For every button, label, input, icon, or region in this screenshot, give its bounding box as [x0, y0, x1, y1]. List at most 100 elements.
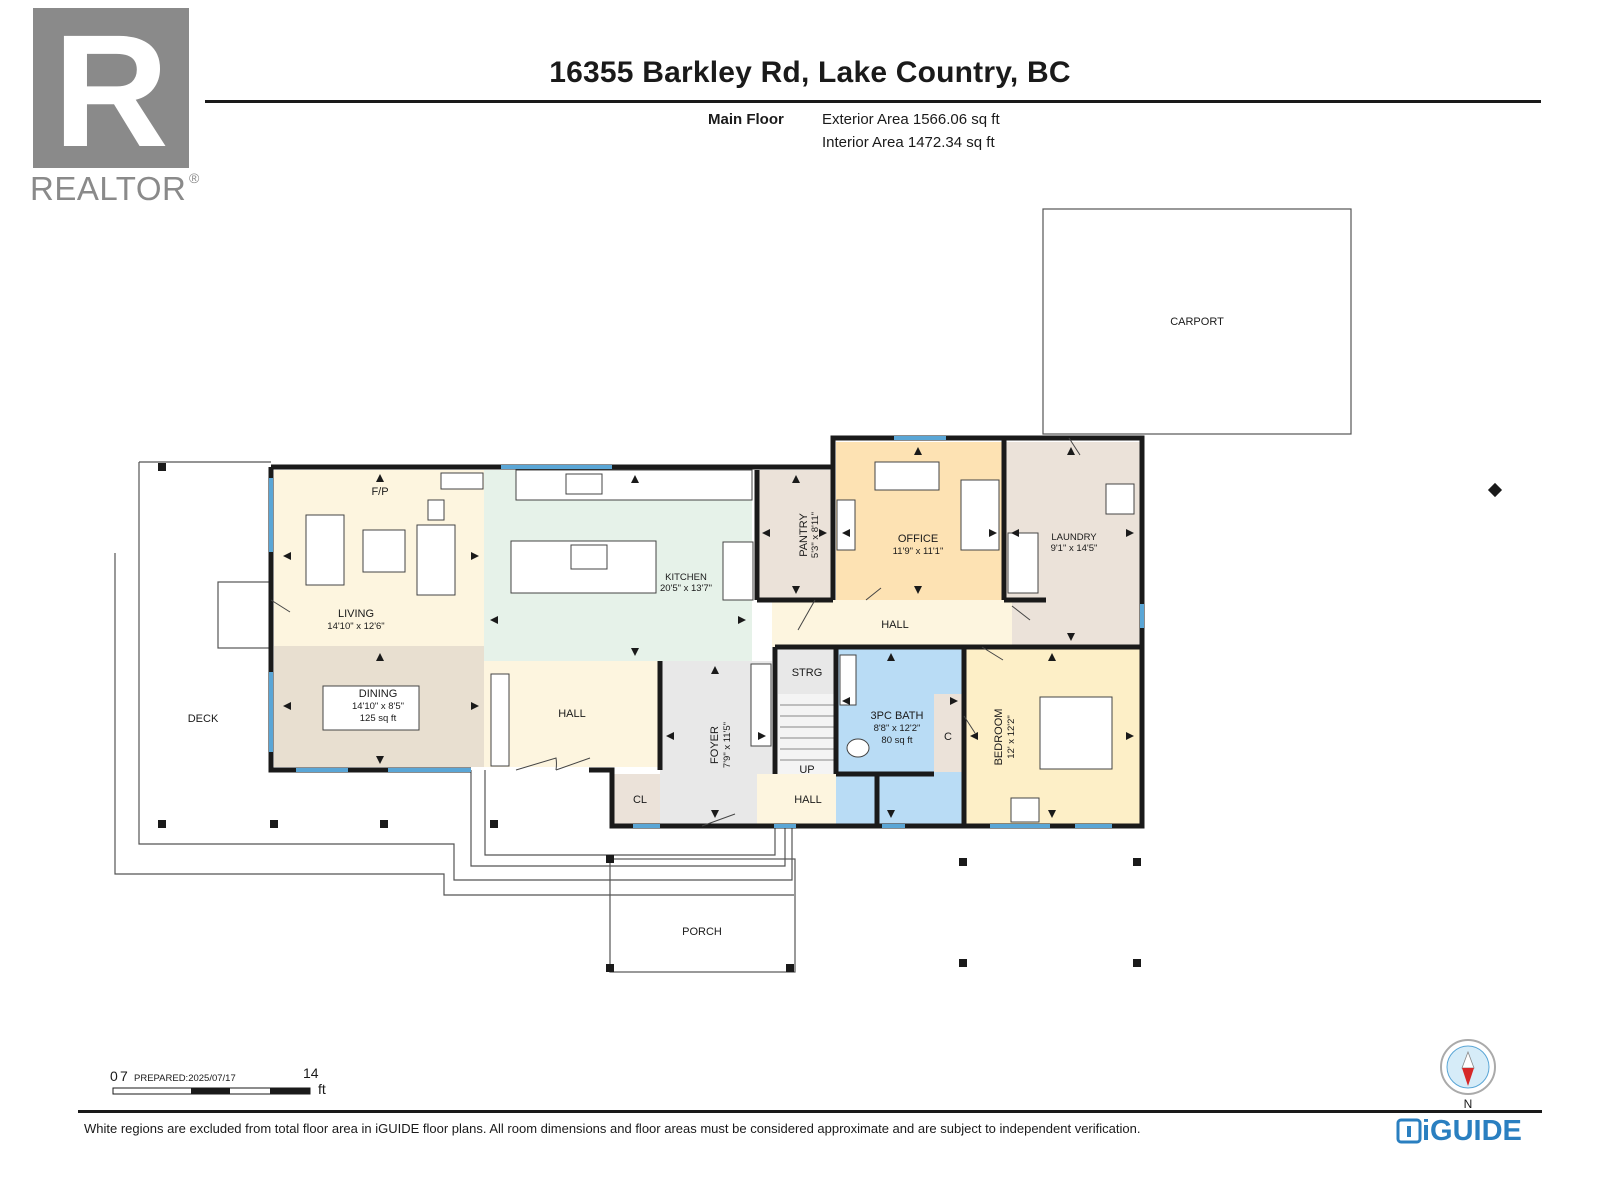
scale-zero: 0	[110, 1068, 118, 1084]
steps-outline	[470, 770, 786, 867]
fireplace-unit	[440, 472, 484, 490]
outdoor-outlines	[114, 208, 1352, 973]
kitchen-label: KITCHEN	[665, 572, 707, 583]
scale-unit: ft	[318, 1081, 326, 1097]
posts	[158, 463, 1141, 972]
footer-divider	[78, 1110, 1542, 1113]
title-divider	[205, 100, 1541, 103]
door-laundry	[1011, 605, 1031, 621]
doors	[270, 437, 1081, 827]
hall-stair-label: HALL	[794, 794, 822, 806]
deck-bench	[217, 581, 271, 649]
laundry-label: LAUNDRY	[1051, 532, 1097, 543]
armchair	[427, 499, 445, 521]
sofa-left	[305, 514, 345, 586]
strg-fill	[778, 647, 836, 694]
registered-mark: ®	[189, 170, 200, 186]
door-front	[701, 813, 736, 827]
scale-prepared: PREPARED:2025/07/17	[134, 1073, 236, 1084]
scale-bar: 0 7 PREPARED:2025/07/17 14 ft	[110, 1065, 326, 1097]
bath-area: 80 sq ft	[881, 735, 913, 746]
pantry-shelf	[836, 499, 856, 551]
deck-outline-inner	[138, 462, 793, 881]
scale-fourteen: 14	[303, 1065, 319, 1081]
stairs-fill	[778, 694, 836, 774]
kitchen-counter	[515, 469, 753, 501]
office-sofa	[960, 479, 1000, 551]
exterior-area: Exterior Area 1566.06 sq ft	[822, 111, 1000, 128]
kitchen-dims: 20'5" x 13'7"	[660, 583, 712, 594]
living-label: LIVING	[338, 608, 374, 620]
door-office	[865, 587, 882, 601]
closet-label: C	[944, 731, 952, 743]
wall-top-right	[271, 435, 1145, 829]
deck-outline-outer	[114, 553, 794, 896]
laundry-dims: 9'1" x 14'5"	[1051, 543, 1098, 554]
realtor-logo: R	[33, 1, 189, 180]
nightstand	[1010, 797, 1040, 823]
pantry-label: PANTRY	[798, 513, 810, 557]
coffee-table	[362, 529, 406, 573]
furniture	[305, 461, 1135, 823]
porch-outline	[609, 858, 796, 973]
door-deck	[270, 599, 291, 613]
hall-upper-fill	[772, 600, 1012, 647]
pantry-label-group: PANTRY 5'3" x 8'11"	[798, 512, 821, 558]
fireplace-label: F/P	[371, 486, 388, 498]
carport-outline	[1042, 208, 1352, 435]
survey-marker	[1487, 482, 1503, 498]
dimension-arrows	[283, 447, 1134, 818]
living-dims: 14'10" x 12'6"	[327, 621, 384, 632]
closet-fill	[934, 694, 964, 772]
door-hall-double-2	[555, 757, 591, 771]
office-label: OFFICE	[898, 533, 938, 545]
door-pantry	[797, 599, 816, 631]
realtor-logo-letter: R	[53, 8, 169, 168]
door-bedroom	[981, 646, 1004, 661]
bedroom-label-group: BEDROOM 12' x 12'2"	[993, 709, 1017, 766]
foyer-label: FOYER	[709, 726, 721, 764]
bath-vanity	[839, 654, 857, 706]
compass-north: N	[1464, 1097, 1473, 1111]
cooktop	[570, 544, 608, 570]
compass: N	[1440, 1039, 1496, 1111]
strg-label: STRG	[792, 667, 823, 679]
hall-lower-label: HALL	[558, 708, 586, 720]
stair-treads	[780, 704, 834, 761]
dining-dims: 14'10" x 8'5"	[352, 701, 404, 712]
property-address-title: 16355 Barkley Rd, Lake Country, BC	[549, 56, 1071, 89]
hall-bench	[490, 673, 510, 767]
realtor-wordmark: REALTOR	[30, 170, 187, 207]
disclaimer-text: White regions are excluded from total fl…	[84, 1121, 1141, 1136]
hall-main-label: HALL	[881, 619, 909, 631]
interior-area: Interior Area 1472.34 sq ft	[822, 134, 995, 151]
stairs-up-label: UP	[799, 764, 814, 776]
foyer-label-group: FOYER 7'9" x 11'5"	[709, 722, 733, 768]
bath-dims: 8'8" x 12'2"	[874, 723, 921, 734]
windows	[269, 436, 1144, 828]
foyer-dims: 7'9" x 11'5"	[722, 722, 733, 768]
office-desk	[874, 461, 940, 491]
iguide-wordmark: iGUIDE	[1422, 1115, 1522, 1147]
bed	[1039, 696, 1113, 770]
washer-dryer	[1007, 532, 1039, 594]
scale-seven: 7	[120, 1068, 128, 1084]
bedroom-label: BEDROOM	[993, 709, 1005, 766]
laundry-sink	[1105, 483, 1135, 515]
hall-lower-fill	[484, 661, 660, 767]
iguide-logo-icon	[1396, 1118, 1422, 1144]
door-closet	[963, 715, 976, 734]
dining-table	[322, 685, 420, 731]
cl-fill	[612, 774, 660, 826]
kitchen-sink	[565, 473, 603, 495]
bath-label: 3PC BATH	[871, 710, 924, 722]
dining-area: 125 sq ft	[360, 713, 397, 724]
fridge	[722, 541, 754, 601]
bedroom-dims: 12' x 12'2"	[1006, 715, 1017, 758]
porch-label: PORCH	[682, 926, 722, 938]
carport-label: CARPORT	[1170, 316, 1224, 328]
foyer-bench	[750, 663, 772, 747]
cl-label: CL	[633, 794, 647, 806]
pantry-dims: 5'3" x 8'11"	[810, 512, 821, 558]
